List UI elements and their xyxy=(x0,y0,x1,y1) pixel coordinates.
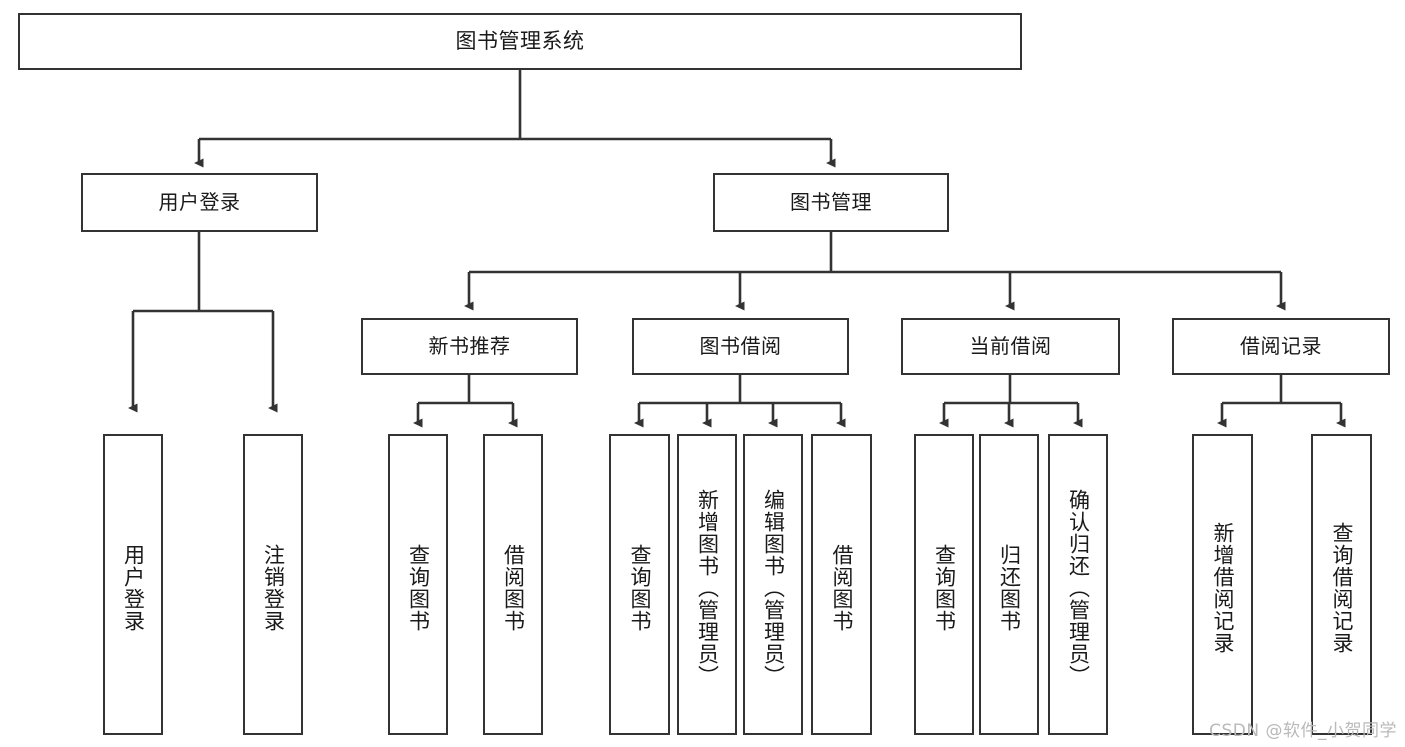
node-label: 图书管理系统 xyxy=(455,29,585,54)
node-label: 借阅图书 xyxy=(501,543,526,632)
leaf-borrow-borrow-book[interactable]: 借阅图书 xyxy=(811,434,872,735)
node-book-borrow[interactable]: 图书借阅 xyxy=(632,318,849,375)
leaf-text-wrap: 新增借阅记录 xyxy=(1194,442,1251,733)
leaf-borrow-edit-book-admin[interactable]: 编辑图书（管理员） xyxy=(743,434,803,735)
node-label: 查询借阅记录 xyxy=(1329,521,1354,654)
node-label: 当前借阅 xyxy=(969,334,1052,358)
node-label: 确认归还（管理员） xyxy=(1066,488,1091,687)
leaf-text-wrap: 查询图书 xyxy=(390,442,446,733)
node-label: 新增图书（管理员） xyxy=(695,488,720,687)
node-new-book-recommend[interactable]: 新书推荐 xyxy=(361,318,578,375)
leaf-borrow-add-book-admin[interactable]: 新增图书（管理员） xyxy=(677,434,737,735)
node-user-login[interactable]: 用户登录 xyxy=(81,173,318,232)
leaf-current-return-book[interactable]: 归还图书 xyxy=(979,434,1039,735)
leaf-current-confirm-return-admin[interactable]: 确认归还（管理员） xyxy=(1048,434,1108,735)
leaf-user-login-logout[interactable]: 注销登录 xyxy=(243,434,303,735)
leaf-text-wrap: 归还图书 xyxy=(981,442,1037,733)
node-borrow-records[interactable]: 借阅记录 xyxy=(1172,318,1390,375)
leaf-text-wrap: 借阅图书 xyxy=(813,442,870,733)
leaf-text-wrap: 确认归还（管理员） xyxy=(1050,442,1106,733)
node-label: 新增借阅记录 xyxy=(1210,521,1235,654)
leaf-new-book-borrow-book[interactable]: 借阅图书 xyxy=(483,434,543,735)
leaf-text-wrap: 编辑图书（管理员） xyxy=(745,442,801,733)
leaf-records-query-record[interactable]: 查询借阅记录 xyxy=(1311,434,1372,735)
node-label: 查询图书 xyxy=(932,543,957,632)
node-label: 归还图书 xyxy=(997,543,1022,632)
node-label: 图书借阅 xyxy=(699,334,782,358)
node-label: 查询图书 xyxy=(627,543,652,632)
leaf-user-login-login[interactable]: 用户登录 xyxy=(103,434,163,735)
node-label: 用户登录 xyxy=(158,190,241,214)
node-label: 新书推荐 xyxy=(428,334,511,358)
node-label: 查询图书 xyxy=(406,543,431,632)
node-label: 编辑图书（管理员） xyxy=(761,488,786,687)
node-label: 用户登录 xyxy=(121,543,146,632)
leaf-borrow-query-book[interactable]: 查询图书 xyxy=(609,434,670,735)
leaf-text-wrap: 借阅图书 xyxy=(485,442,541,733)
node-label: 借阅图书 xyxy=(829,543,854,632)
node-book-management[interactable]: 图书管理 xyxy=(713,173,949,232)
leaf-text-wrap: 新增图书（管理员） xyxy=(679,442,735,733)
leaf-records-add-record[interactable]: 新增借阅记录 xyxy=(1192,434,1253,735)
node-label: 注销登录 xyxy=(261,543,286,632)
node-root-book-management-system[interactable]: 图书管理系统 xyxy=(18,13,1022,70)
leaf-current-query-book[interactable]: 查询图书 xyxy=(914,434,974,735)
leaf-text-wrap: 注销登录 xyxy=(245,442,301,733)
node-label: 图书管理 xyxy=(790,190,872,214)
node-current-borrow[interactable]: 当前借阅 xyxy=(901,318,1120,375)
leaf-new-book-query-book[interactable]: 查询图书 xyxy=(388,434,448,735)
node-label: 借阅记录 xyxy=(1240,334,1322,358)
leaf-text-wrap: 查询图书 xyxy=(916,442,972,733)
leaf-text-wrap: 查询借阅记录 xyxy=(1313,442,1370,733)
leaf-text-wrap: 用户登录 xyxy=(105,442,161,733)
leaf-text-wrap: 查询图书 xyxy=(611,442,668,733)
